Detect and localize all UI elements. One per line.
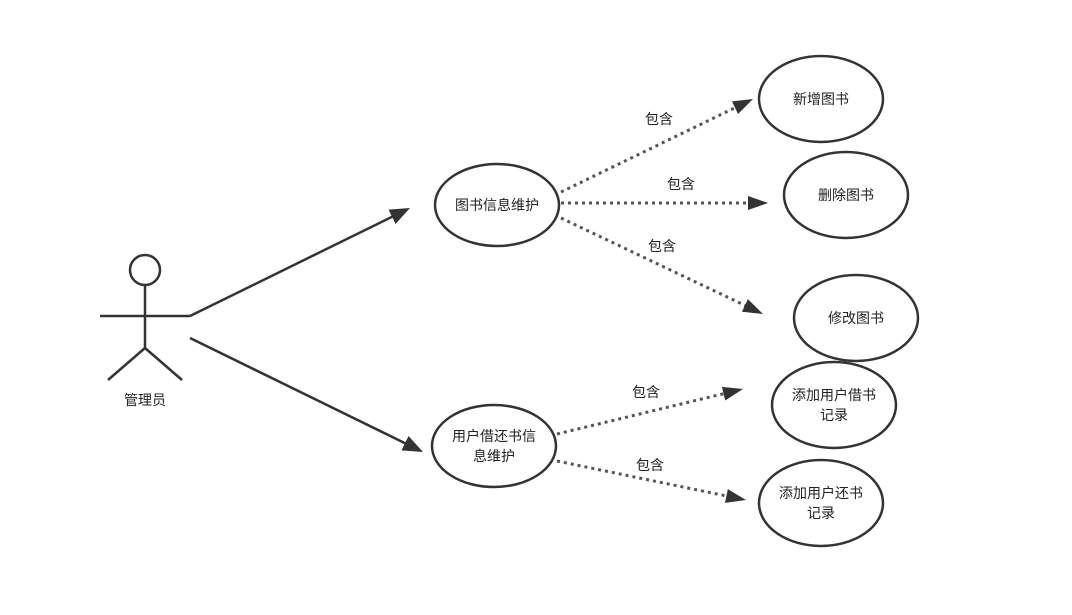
use-case-ellipse: [782, 150, 910, 240]
use-case-label: 记录: [807, 506, 835, 522]
include-arrowhead: [724, 489, 746, 503]
use-case-ellipse: [430, 403, 558, 489]
actor-left-leg: [107, 347, 146, 381]
association-line: [189, 213, 398, 318]
actor-label: 管理员: [124, 393, 166, 409]
include-label: 包含: [632, 385, 660, 401]
include-book_info-add_book: 包含: [560, 99, 753, 194]
include-borrow_info-add_borrow: 包含: [556, 385, 743, 436]
use-case-label: 删除图书: [818, 188, 874, 204]
include-book_info-mod_book: 包含: [560, 216, 763, 314]
use-case-label: 息维护: [473, 448, 515, 465]
use-case-label: 添加用户借书: [792, 387, 876, 404]
use-case-label: 修改图书: [828, 311, 884, 327]
association-line: [189, 336, 411, 447]
actor-head: [128, 253, 162, 287]
use-case-del_book: 删除图书: [782, 150, 910, 240]
use-case-book_info: 图书信息维护: [433, 162, 561, 248]
use-case-ellipse: [792, 273, 920, 363]
use-case-label: 记录: [820, 408, 848, 424]
include-label: 包含: [636, 458, 664, 474]
actor-admin: 管理员: [100, 253, 190, 409]
association-admin-borrow_info: [189, 336, 423, 452]
use-case-ellipse: [433, 162, 561, 248]
include-arrowhead: [721, 386, 743, 401]
use-case-label: 图书信息维护: [455, 197, 539, 214]
use-case-label: 添加用户还书: [779, 485, 863, 502]
include-label: 包含: [645, 112, 673, 128]
association-arrowhead: [401, 436, 423, 452]
use-case-mod_book: 修改图书: [792, 273, 920, 363]
use-case-ellipse: [757, 54, 885, 144]
include-label: 包含: [667, 177, 695, 193]
use-case-add_book: 新增图书: [757, 54, 885, 144]
include-arrowhead: [741, 299, 763, 314]
include-line: [556, 459, 733, 499]
use-case-ellipse: [770, 360, 898, 450]
include-line: [560, 216, 751, 310]
include-line: [560, 103, 742, 194]
nodes-layer: 图书信息维护用户借还书信息维护新增图书删除图书修改图书添加用户借书记录添加用户还…: [430, 54, 920, 548]
use-case-label: 用户借还书信: [452, 428, 536, 445]
actor-right-leg: [144, 347, 183, 381]
use-case-ellipse: [757, 458, 885, 548]
include-borrow_info-add_return: 包含: [556, 458, 746, 503]
include-arrowhead: [731, 99, 753, 115]
include-arrowhead: [748, 196, 768, 210]
include-label: 包含: [648, 239, 676, 255]
association-arrowhead: [388, 208, 410, 224]
use-case-label: 新增图书: [793, 92, 849, 108]
include-book_info-del_book: 包含: [561, 177, 768, 210]
association-admin-book_info: [189, 208, 410, 318]
include-line: [556, 390, 730, 436]
